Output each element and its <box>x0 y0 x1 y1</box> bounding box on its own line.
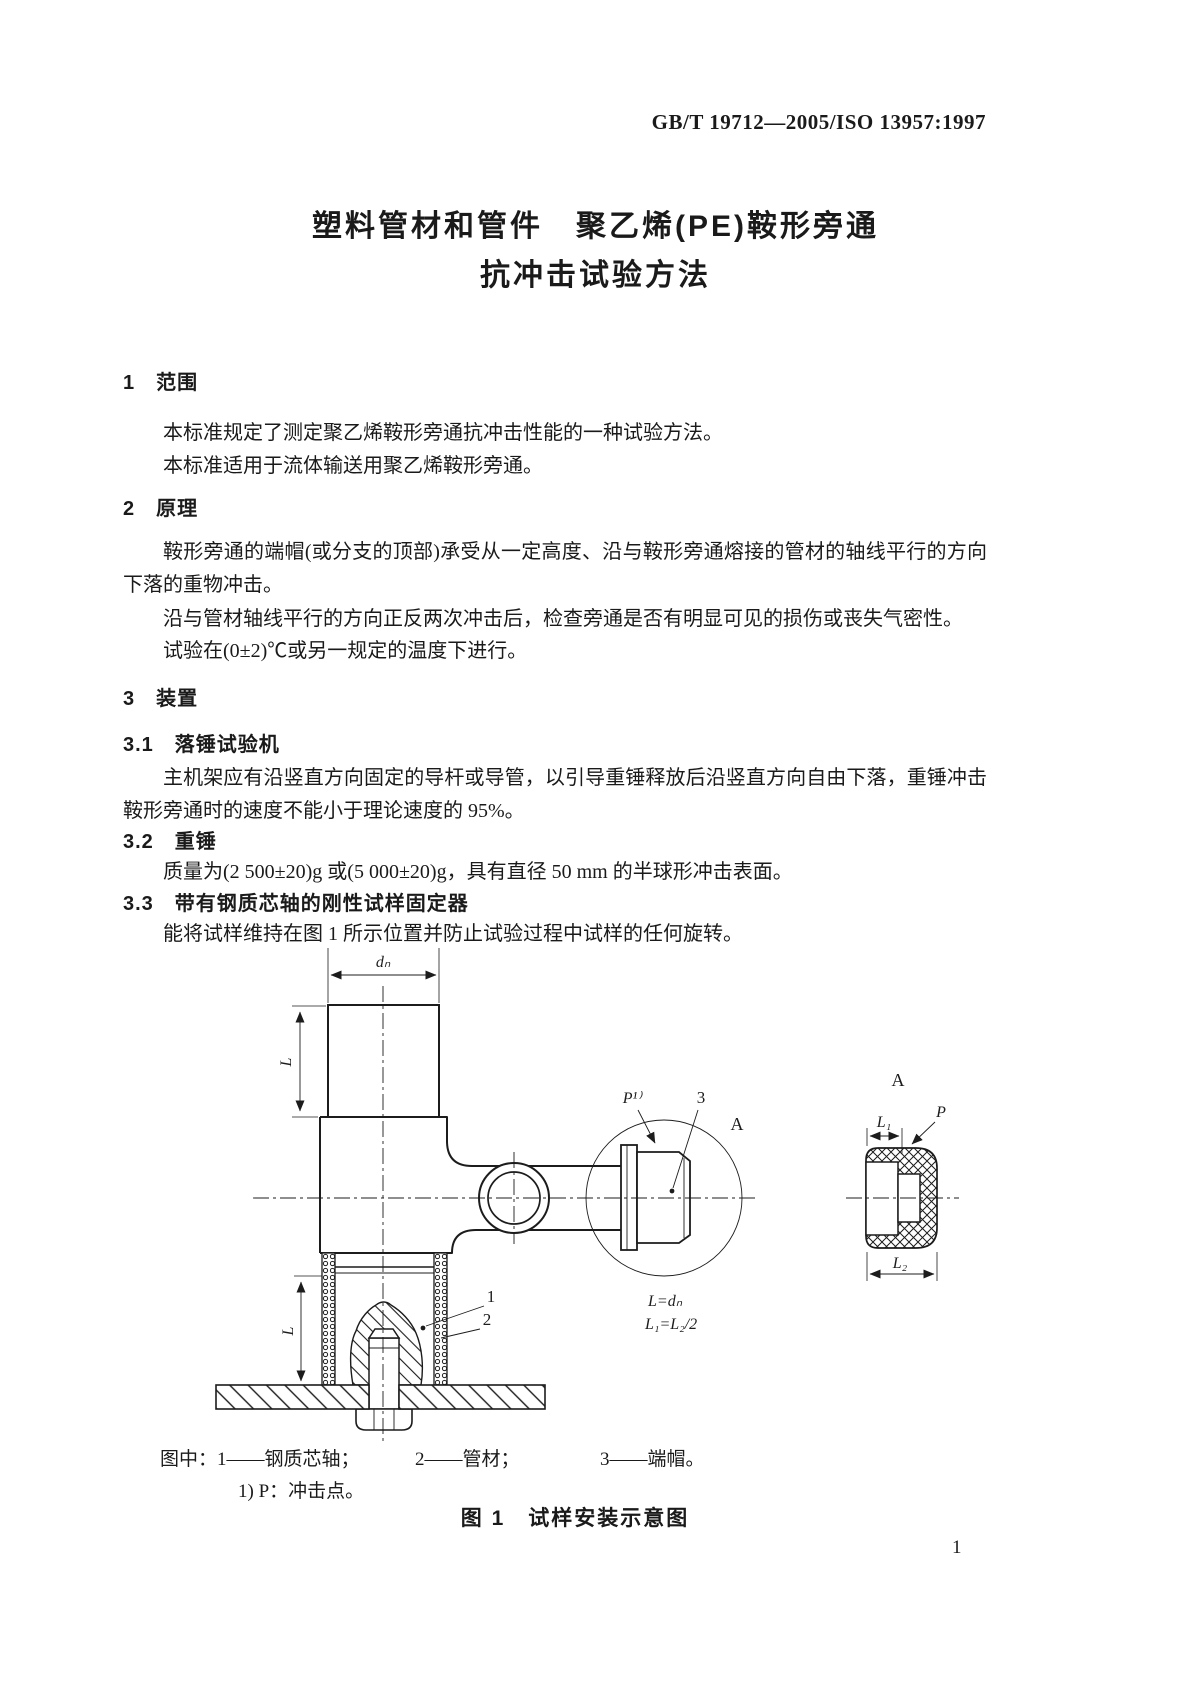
dimension-L2: L₂ <box>866 1252 938 1281</box>
detail-view-a: A L₁ P L₂ <box>865 1070 946 1281</box>
standard-number: GB/T 19712—2005/ISO 13957:1997 <box>651 110 986 134</box>
section-2-paragraph-3: 试验在(0±2)℃或另一规定的温度下进行。 <box>163 640 528 662</box>
p-detail-text: P <box>935 1104 946 1121</box>
dimension-dn: dₙ <box>327 948 440 1003</box>
item3-text: 3 <box>697 1088 706 1107</box>
doc-title-line2: 抗冲击试验方法 <box>480 259 711 292</box>
detail-a-title: A <box>892 1070 905 1090</box>
formula-1: L=dₙ <box>647 1293 683 1310</box>
L2-label: L₂ <box>892 1255 908 1272</box>
section-1-heading: 1 范围 <box>123 372 199 394</box>
dimension-L-bottom: L <box>280 1275 322 1382</box>
section-3-1-heading: 3.1 落锤试验机 <box>123 734 280 756</box>
section-3-3-heading: 3.3 带有钢质芯轴的刚性试样固定器 <box>123 893 469 915</box>
p-impact-label: P¹⁾ <box>622 1090 644 1107</box>
end-cap <box>620 1144 691 1251</box>
L-bottom-label: L <box>280 1326 297 1336</box>
figure-legend-item1: 图中：1——钢质芯轴； <box>160 1449 360 1470</box>
section-2-paragraph-2: 沿与管材轴线平行的方向正反两次冲击后，检查旁通是否有明显可见的损伤或丧失气密性。 <box>163 608 963 630</box>
figure-footnote: 1) P：冲击点。 <box>238 1481 365 1502</box>
section-2-paragraph-1: 鞍形旁通的端帽(或分支的顶部)承受从一定高度、沿与鞍形旁通熔接的管材的轴线平行的… <box>123 541 987 596</box>
figure-1-drawing: dₙ L A P¹⁾ <box>215 948 959 1443</box>
formula-2: L₁=L₂/2 <box>644 1316 697 1333</box>
dimension-L-top: L <box>278 1005 326 1118</box>
impact-point-label: P¹⁾ <box>622 1090 656 1144</box>
dn-label: dₙ <box>376 954 391 971</box>
figure-formulas: L=dₙ L₁=L₂/2 <box>644 1293 697 1333</box>
base-plate <box>215 1384 546 1410</box>
section-3-1-paragraph: 主机架应有沿竖直方向固定的导杆或导管，以引导重锤释放后沿竖直方向自由下落，重锤冲… <box>123 767 987 822</box>
section-3-heading: 3 装置 <box>123 688 199 710</box>
section-1-paragraph-2: 本标准适用于流体输送用聚乙烯鞍形旁通。 <box>163 455 543 477</box>
section-2-heading: 2 原理 <box>123 498 199 520</box>
figure-legend-item3: 3——端帽。 <box>600 1449 705 1470</box>
hex-nut <box>355 1408 413 1431</box>
branch-pipe <box>327 1004 440 1118</box>
L1-label: L₁ <box>876 1114 891 1131</box>
section-3-2-heading: 3.2 重锤 <box>123 831 217 853</box>
dimension-L1: L₁ <box>866 1114 903 1154</box>
detail-a-marker: A <box>731 1114 744 1134</box>
centerlines <box>253 986 959 1443</box>
item2-text: 2 <box>483 1310 492 1329</box>
L-top-label: L <box>278 1057 295 1067</box>
item2-label: 2 <box>440 1310 492 1339</box>
bolt <box>355 1328 413 1431</box>
detail-p-label: P <box>911 1104 946 1145</box>
section-3-3-paragraph: 能将试样维持在图 1 所示位置并防止试验过程中试样的任何旋转。 <box>163 923 743 945</box>
page-number: 1 <box>952 1537 962 1558</box>
saddle-body <box>319 1116 621 1254</box>
figure-title: 图 1 试样安装示意图 <box>460 1507 690 1530</box>
figure-legend-item2: 2——管材； <box>415 1449 520 1470</box>
section-3-2-paragraph: 质量为(2 500±20)g 或(5 000±20)g，具有直径 50 mm 的… <box>163 861 793 883</box>
doc-title-line1: 塑料管材和管件 聚乙烯(PE)鞍形旁通 <box>312 210 879 243</box>
item1-label: 1 <box>420 1287 496 1331</box>
item1-text: 1 <box>487 1287 496 1306</box>
section-1-paragraph-1: 本标准规定了测定聚乙烯鞍形旁通抗冲击性能的一种试验方法。 <box>163 422 723 444</box>
pipe-walls <box>321 1252 448 1386</box>
item3-label: 3 <box>669 1088 706 1194</box>
